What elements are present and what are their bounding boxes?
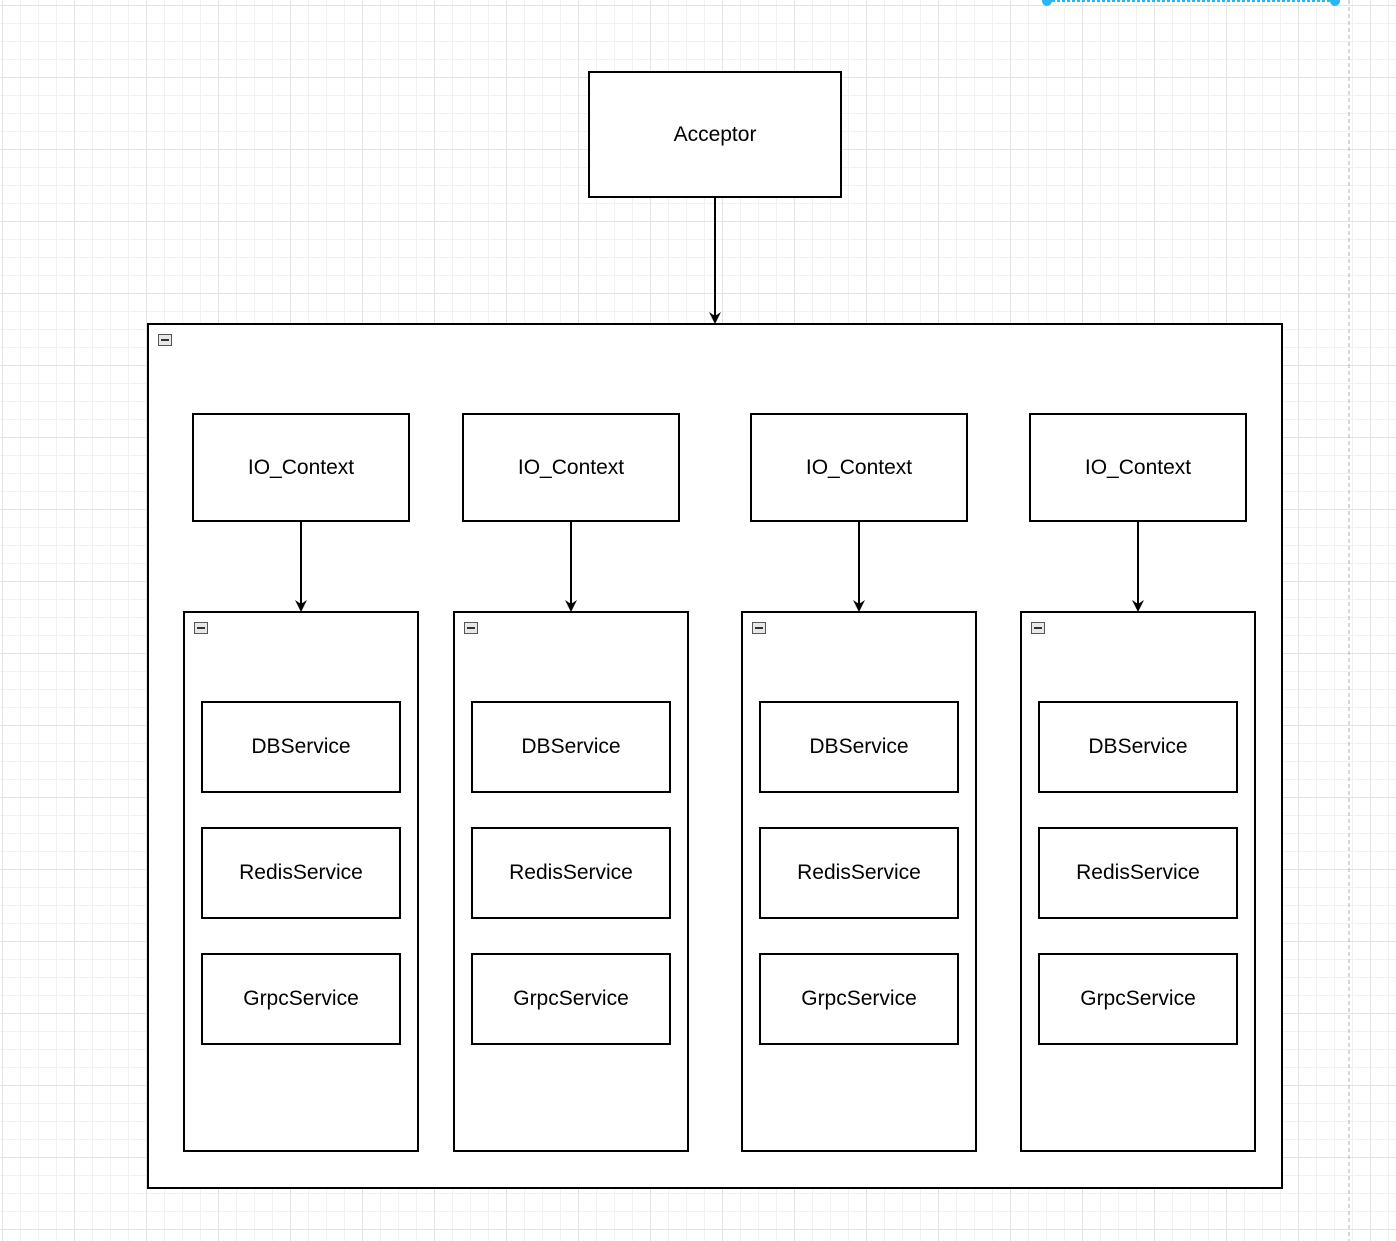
service-node[interactable]: RedisService (1038, 827, 1238, 919)
io-context-node[interactable]: IO_Context (1029, 413, 1247, 522)
service-node[interactable]: DBService (1038, 701, 1238, 793)
service-node[interactable]: GrpcService (759, 953, 959, 1045)
io-context-node[interactable]: IO_Context (462, 413, 680, 522)
acceptor-label: Acceptor (673, 122, 757, 146)
service-label: GrpcService (801, 987, 917, 1010)
io-context-label: IO_Context (247, 455, 355, 479)
service-label: DBService (251, 735, 351, 758)
service-label: DBService (521, 735, 621, 758)
service-node[interactable]: GrpcService (1038, 953, 1238, 1045)
service-node[interactable]: RedisService (471, 827, 671, 919)
service-label: RedisService (509, 861, 633, 884)
minus-square-icon[interactable] (752, 622, 766, 634)
service-label: GrpcService (513, 987, 629, 1010)
service-label: DBService (1088, 735, 1188, 758)
selection-handle[interactable] (1330, 0, 1340, 6)
minus-square-icon[interactable] (1031, 622, 1045, 634)
service-node[interactable]: DBService (201, 701, 401, 793)
io-context-label: IO_Context (805, 455, 913, 479)
minus-square-icon[interactable] (194, 622, 208, 634)
service-label: RedisService (797, 861, 921, 884)
service-node[interactable]: DBService (759, 701, 959, 793)
minus-square-icon[interactable] (158, 334, 172, 346)
service-label: RedisService (239, 861, 363, 884)
service-node[interactable]: RedisService (759, 827, 959, 919)
service-label: GrpcService (243, 987, 359, 1010)
minus-square-icon[interactable] (464, 622, 478, 634)
io-context-label: IO_Context (517, 455, 625, 479)
service-node[interactable]: GrpcService (201, 953, 401, 1045)
acceptor-node[interactable]: Acceptor (588, 71, 842, 198)
io-context-label: IO_Context (1084, 455, 1192, 479)
io-context-node[interactable]: IO_Context (192, 413, 410, 522)
service-node[interactable]: RedisService (201, 827, 401, 919)
service-label: DBService (809, 735, 909, 758)
service-label: RedisService (1076, 861, 1200, 884)
io-context-node[interactable]: IO_Context (750, 413, 968, 522)
service-node[interactable]: DBService (471, 701, 671, 793)
service-node[interactable]: GrpcService (471, 953, 671, 1045)
selection-handle[interactable] (1042, 0, 1052, 6)
service-label: GrpcService (1080, 987, 1196, 1010)
